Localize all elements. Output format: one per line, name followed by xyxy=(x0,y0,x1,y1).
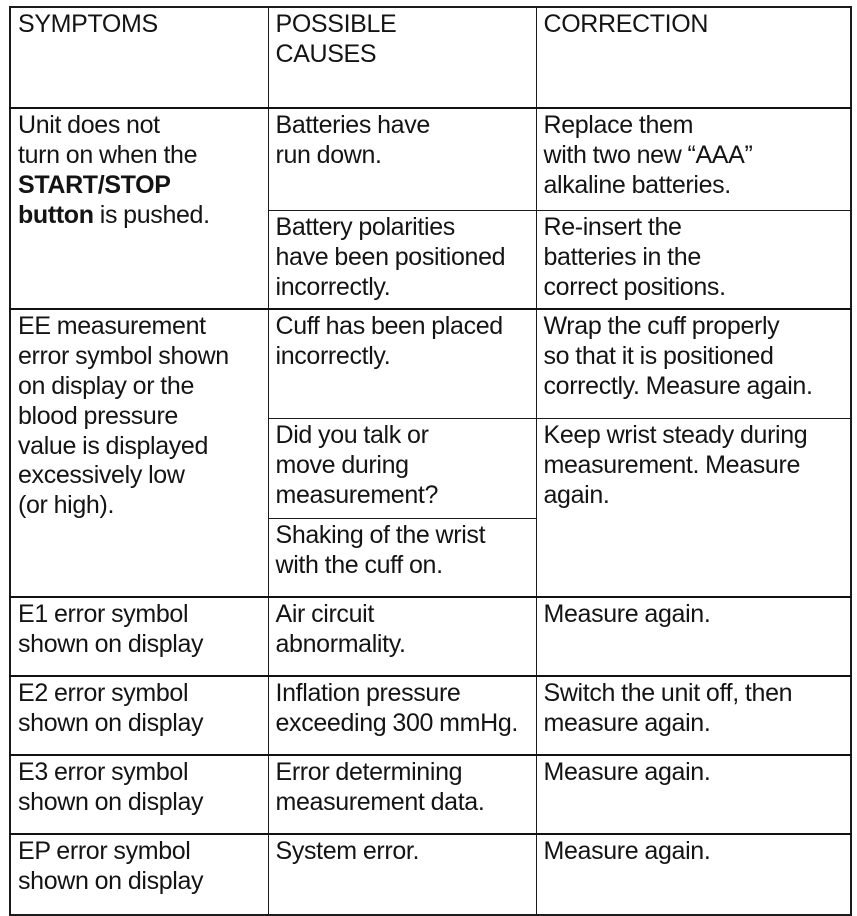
column-header-possible-causes-line1: POSSIBLE xyxy=(275,10,397,38)
cause-cell-shaking-wrist: Shaking of the wrist with the cuff on. xyxy=(267,518,537,598)
column-header-possible-causes-line2: CAUSES xyxy=(275,39,377,68)
cause-text: Air circuit abnormality. xyxy=(275,600,406,658)
cause-cell-air-circuit: Air circuit abnormality. xyxy=(267,596,537,677)
cause-text: Battery polarities have been positioned … xyxy=(275,213,506,301)
correction-cell-reinsert-batteries: Re-insert the batteries in the correct p… xyxy=(535,210,852,310)
correction-text: Replace them with two new “AAA” alkaline… xyxy=(543,111,753,199)
correction-cell-e3: Measure again. xyxy=(535,754,852,835)
cause-cell-talk-or-move: Did you talk or move during measurement? xyxy=(267,418,537,519)
cause-cell-battery-polarity: Battery polarities have been positioned … xyxy=(267,210,537,310)
cause-text: Inflation pressure exceeding 300 mmHg. xyxy=(275,679,519,737)
header-row: SYMPTOMS POSSIBLE CAUSES CORRECTION xyxy=(9,6,852,109)
column-header-symptoms: SYMPTOMS xyxy=(9,6,269,109)
table-row: Shaking of the wrist with the cuff on. xyxy=(10,518,851,598)
symptom-line-1: Unit does not xyxy=(18,111,160,139)
correction-text: Measure again. xyxy=(543,837,711,865)
symptom-cell-e1-error: E1 error symbol shown on display xyxy=(9,596,269,677)
symptom-text: EP error symbol shown on display xyxy=(18,837,204,895)
correction-cell-ep: Measure again. xyxy=(535,833,852,916)
cause-text: Did you talk or move during measurement? xyxy=(275,421,439,509)
symptom-line-2: turn on when the xyxy=(18,140,198,169)
symptom-cell-e3-error: E3 error symbol shown on display xyxy=(9,754,269,835)
cause-text: Error determining measurement data. xyxy=(275,758,485,816)
correction-text: Wrap the cuff properly so that it is pos… xyxy=(543,312,813,400)
symptom-line-3: is pushed. xyxy=(93,200,210,229)
cause-text: Shaking of the wrist with the cuff on. xyxy=(275,521,486,579)
symptom-cell-ee-error: EE measurement error symbol shown on dis… xyxy=(9,308,269,598)
troubleshooting-sheet: SYMPTOMS POSSIBLE CAUSES CORRECTION Unit… xyxy=(9,6,852,916)
cause-cell-batteries-run-down: Batteries have run down. xyxy=(267,107,537,211)
symptom-text: E3 error symbol shown on display xyxy=(18,758,204,816)
cause-cell-system-error: System error. xyxy=(267,833,537,916)
symptom-text: EE measurement error symbol shown on dis… xyxy=(18,312,229,520)
table-body: Unit does not turn on when the START/STO… xyxy=(9,107,852,916)
correction-cell-e1: Measure again. xyxy=(535,596,852,677)
table-row: E3 error symbol shown on display Error d… xyxy=(9,754,852,835)
correction-text: Measure again. xyxy=(543,758,711,786)
table-row: Battery polarities have been positioned … xyxy=(10,210,852,310)
cause-cell-error-determining-data: Error determining measurement data. xyxy=(267,754,537,835)
cause-cell-inflation-pressure: Inflation pressure exceeding 300 mmHg. xyxy=(267,675,537,756)
symptom-text: E2 error symbol shown on display xyxy=(18,679,204,737)
symptom-cell-ep-error: EP error symbol shown on display xyxy=(9,833,269,916)
symptom-bold-start-stop: START/STOP xyxy=(18,170,171,199)
correction-text: Switch the unit off, then measure again. xyxy=(543,679,793,737)
cause-text: Batteries have run down. xyxy=(275,111,431,169)
table-row: Unit does not turn on when the START/STO… xyxy=(9,107,852,310)
correction-text: Re-insert the batteries in the correct p… xyxy=(543,213,727,301)
correction-text: Measure again. xyxy=(543,600,711,628)
correction-cell-replace-batteries: Replace them with two new “AAA” alkaline… xyxy=(535,107,852,211)
column-header-correction-label: CORRECTION xyxy=(543,10,709,38)
symptom-cell-e2-error: E2 error symbol shown on display xyxy=(9,675,269,756)
troubleshooting-table: SYMPTOMS POSSIBLE CAUSES CORRECTION Unit… xyxy=(9,6,852,916)
correction-cell-e2: Switch the unit off, then measure again. xyxy=(535,675,852,756)
correction-cell-keep-wrist-steady: Keep wrist steady during measurement. Me… xyxy=(535,418,852,598)
correction-text: Keep wrist steady during measurement. Me… xyxy=(543,421,808,509)
table-row: EE measurement error symbol shown on dis… xyxy=(9,308,852,598)
symptom-bold-button: button xyxy=(18,200,94,229)
column-header-possible-causes: POSSIBLE CAUSES xyxy=(267,6,537,109)
symptom-text: E1 error symbol shown on display xyxy=(18,600,204,658)
correction-cell-wrap-cuff: Wrap the cuff properly so that it is pos… xyxy=(535,308,852,419)
cause-text: Cuff has been placed incorrectly. xyxy=(275,312,504,370)
cause-cell-cuff-placed-incorrectly: Cuff has been placed incorrectly. xyxy=(267,308,537,419)
table-row: E1 error symbol shown on display Air cir… xyxy=(9,596,852,677)
table-row: Did you talk or move during measurement?… xyxy=(10,418,852,598)
column-header-symptoms-label: SYMPTOMS xyxy=(18,10,158,38)
cause-text: System error. xyxy=(275,837,420,865)
table-row: E2 error symbol shown on display Inflati… xyxy=(9,675,852,756)
table-row: EP error symbol shown on display System … xyxy=(9,833,852,916)
symptom-cell-power: Unit does not turn on when the START/STO… xyxy=(9,107,269,310)
column-header-correction: CORRECTION xyxy=(535,6,852,109)
table-header: SYMPTOMS POSSIBLE CAUSES CORRECTION xyxy=(9,6,852,109)
